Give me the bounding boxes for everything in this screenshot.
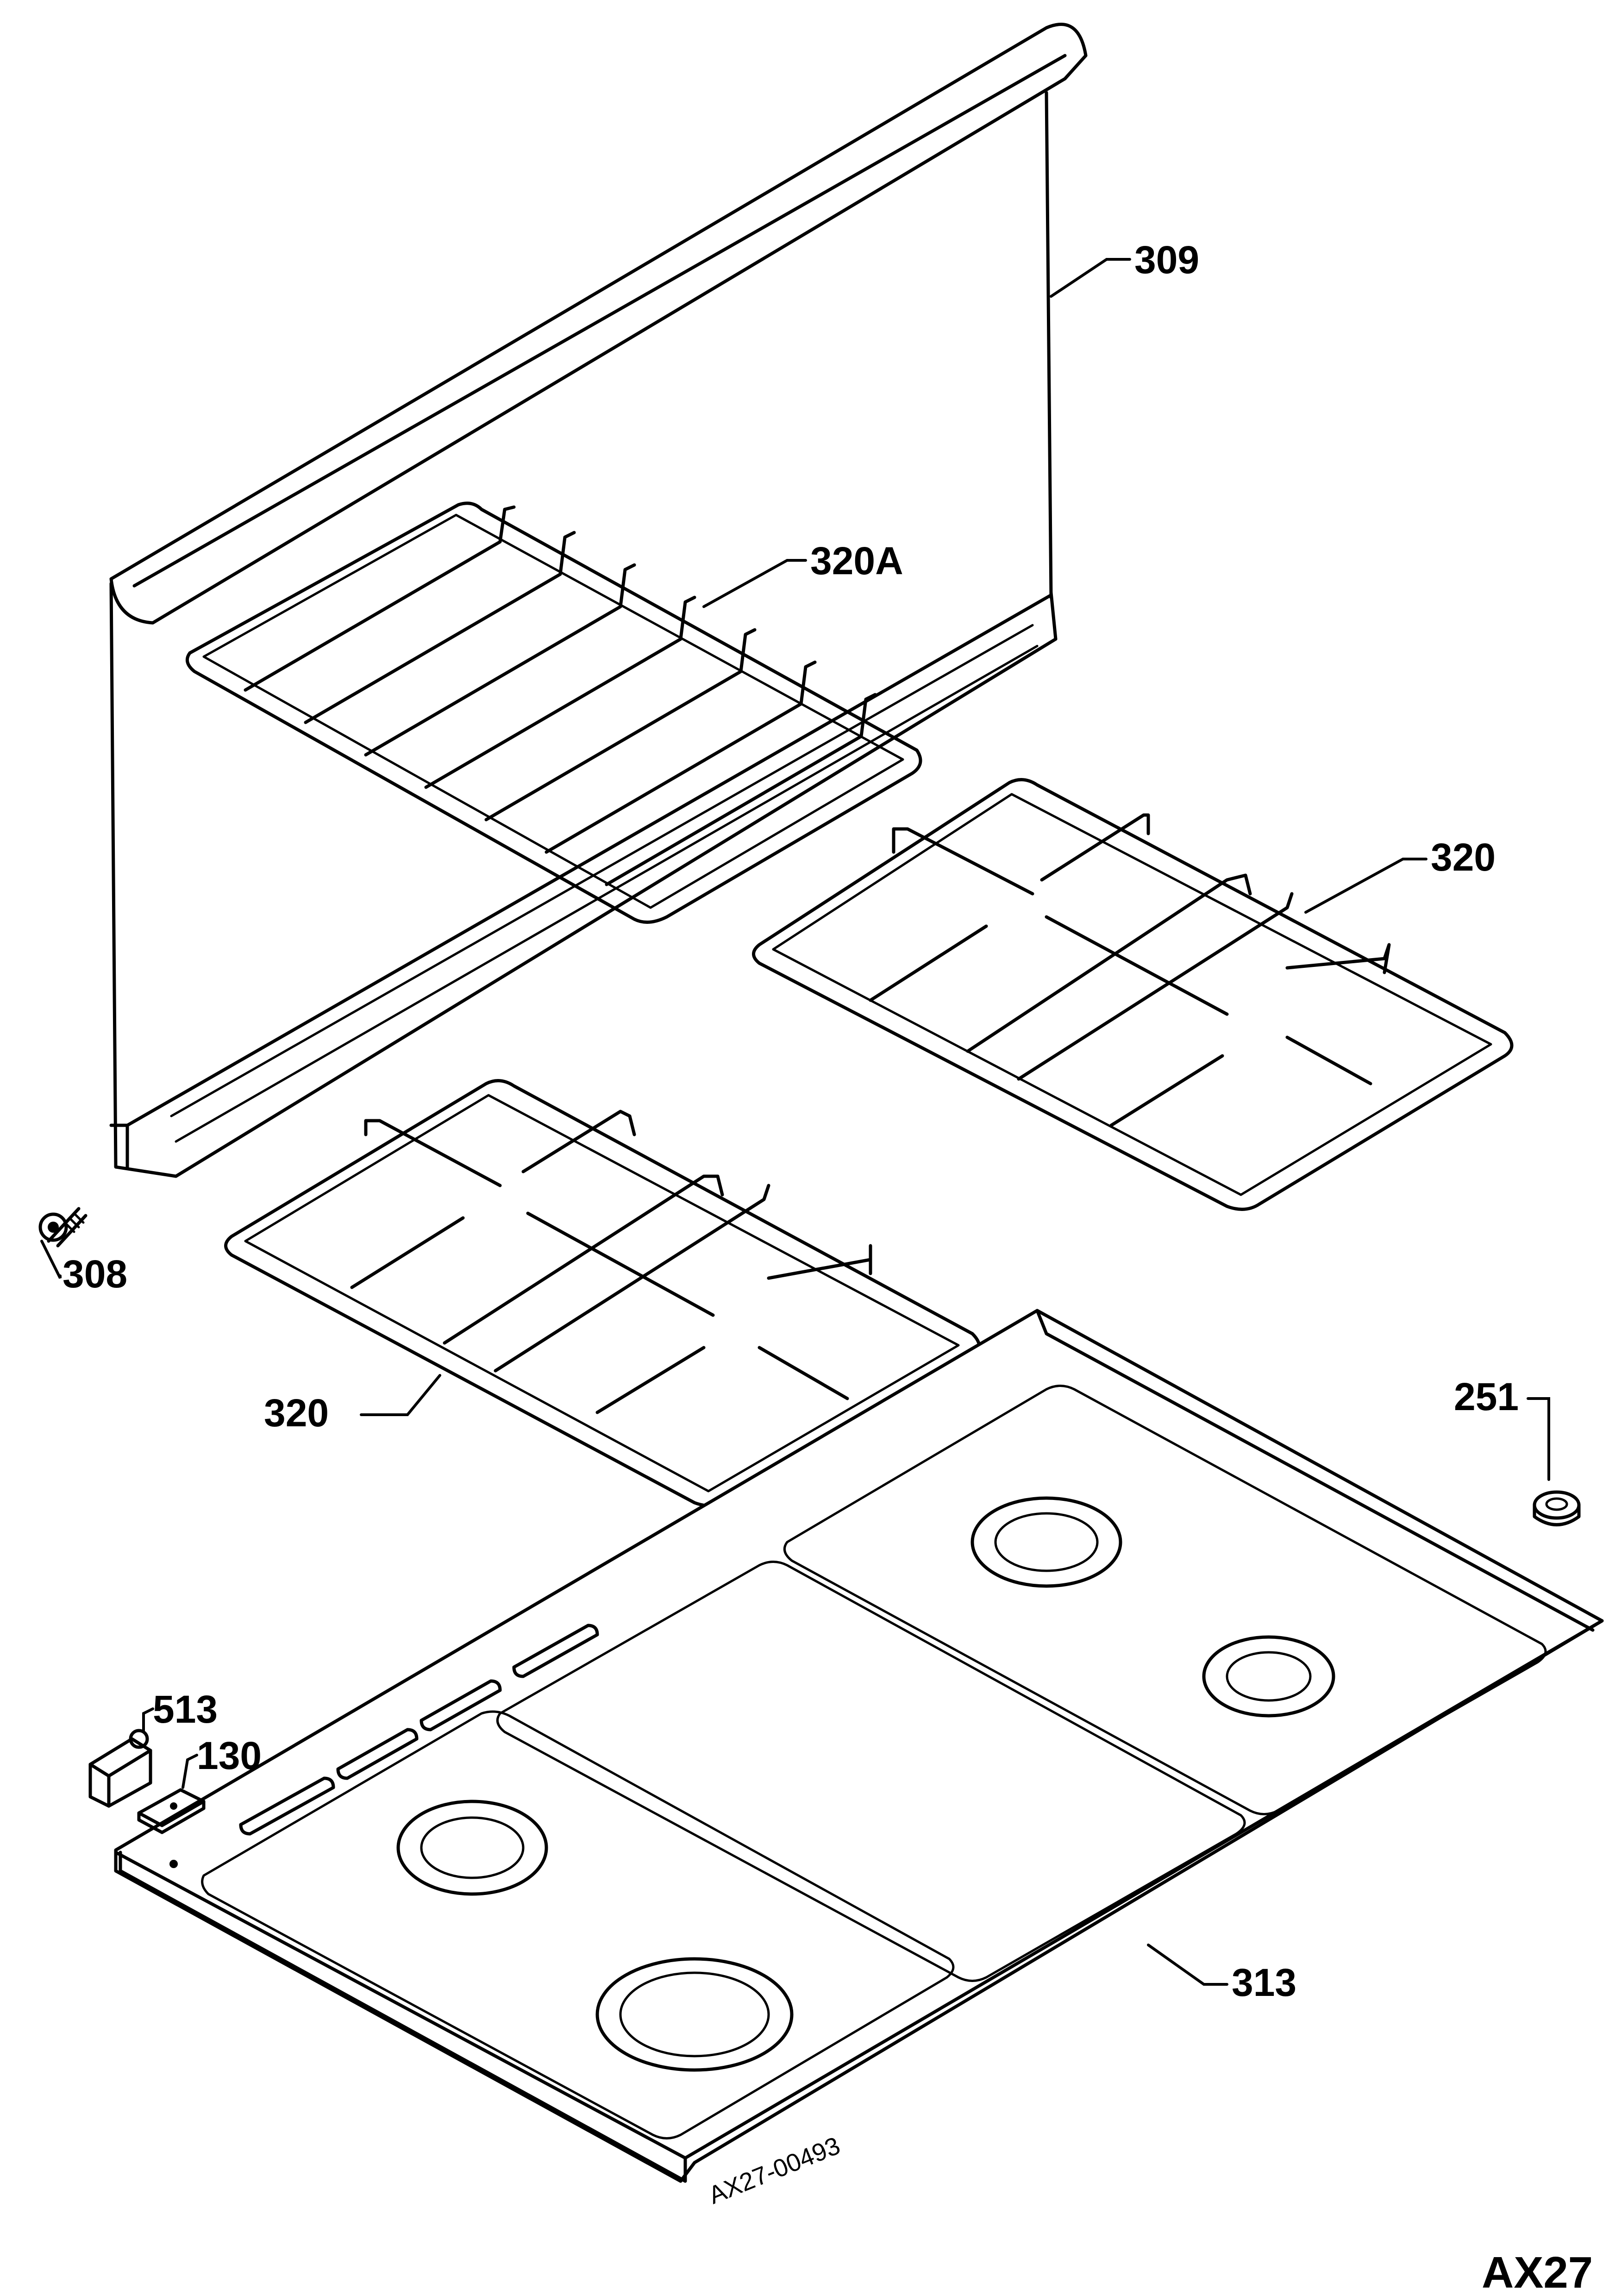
callout-308: 308 <box>63 1252 127 1296</box>
grid-left-320 <box>224 1079 981 1507</box>
callout-320-left: 320 <box>264 1391 329 1435</box>
callout-309: 309 <box>1134 238 1199 282</box>
callout-320-right: 320 <box>1431 835 1496 879</box>
hob-top-313 <box>114 1309 1604 2183</box>
clip-513 <box>88 1729 152 1808</box>
leader-lines <box>40 258 1550 1986</box>
sheet-reference: AX27 <box>1482 2248 1593 2296</box>
callout-320A: 320A <box>810 539 903 583</box>
hinge-screw-308 <box>38 1207 88 1248</box>
grid-rear-320A <box>185 502 922 924</box>
plate-130 <box>137 1788 206 1834</box>
callout-130: 130 <box>197 1734 262 1777</box>
callout-513: 513 <box>153 1687 218 1731</box>
foot-251 <box>1533 1490 1581 1526</box>
grid-right-320 <box>752 778 1514 1211</box>
callout-313: 313 <box>1232 1961 1296 2004</box>
callout-251: 251 <box>1454 1375 1519 1418</box>
splashback-309 <box>109 23 1088 1178</box>
